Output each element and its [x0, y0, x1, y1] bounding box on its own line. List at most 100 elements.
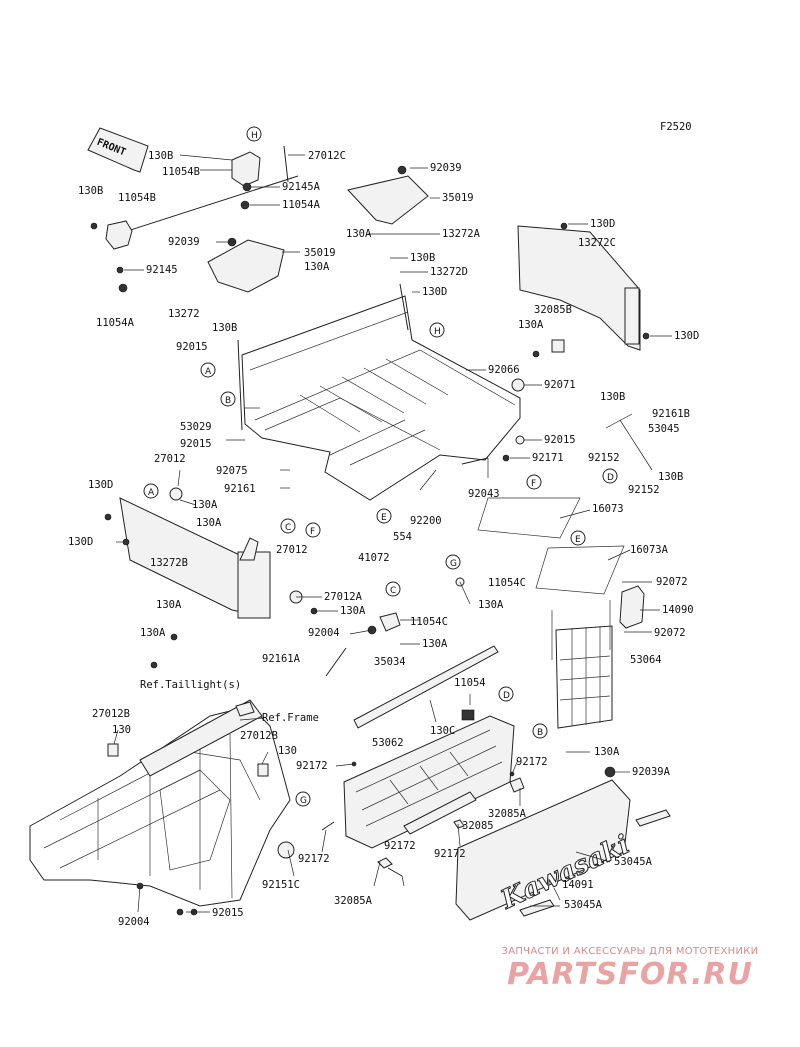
- ref-marker-a2: A: [143, 483, 159, 499]
- part-label: 14090: [662, 604, 694, 616]
- ref-marker-c1: C: [280, 518, 296, 534]
- ref-marker-d2: D: [602, 468, 618, 484]
- tailgate: [343, 709, 515, 849]
- part-label: 92161A: [262, 653, 301, 665]
- part-label: 92145A: [282, 181, 321, 193]
- svg-text:C: C: [285, 523, 291, 533]
- part-label: 92145: [146, 264, 178, 276]
- svg-text:A: A: [148, 488, 155, 498]
- svg-text:E: E: [381, 513, 387, 523]
- part-label: 130A: [422, 638, 448, 650]
- svg-text:H: H: [434, 327, 441, 337]
- part-label: 130: [278, 745, 297, 757]
- part-label: 92004: [118, 916, 150, 928]
- part-label: 53064: [630, 654, 662, 666]
- part-label: 11054A: [96, 317, 135, 329]
- part-label: 11054: [454, 677, 486, 689]
- part-label: 130D: [422, 286, 447, 298]
- part-label: 92015: [212, 907, 244, 919]
- part-label: 13272C: [578, 237, 616, 249]
- part-label: 130A: [518, 319, 544, 331]
- ref-marker-h1: H: [246, 126, 262, 142]
- part-label: 32085A: [334, 895, 373, 907]
- part-label: 11054B: [162, 166, 200, 178]
- part-label: 92172: [516, 756, 548, 768]
- part-label: 92071: [544, 379, 576, 391]
- part-label: 11054C: [410, 616, 448, 628]
- cargo-bed: [237, 283, 521, 501]
- part-label: 92171: [532, 452, 564, 464]
- part-label: 130A: [340, 605, 366, 617]
- part-label: 130B: [658, 471, 683, 483]
- part-label: 13272D: [430, 266, 468, 278]
- part-label: 130D: [674, 330, 699, 342]
- frame: [29, 699, 295, 916]
- pins-latches: [321, 761, 525, 877]
- part-label: 32085A: [488, 808, 527, 820]
- ref-marker-e2: E: [570, 530, 586, 546]
- part-label: 27012: [276, 544, 308, 556]
- part-label: 130B: [78, 185, 103, 197]
- svg-text:C: C: [390, 586, 396, 596]
- part-label: 16073: [592, 503, 624, 515]
- svg-text:F: F: [531, 479, 536, 489]
- part-label: 92039A: [632, 766, 671, 778]
- part-label: 92039: [168, 236, 200, 248]
- center-brackets: [169, 378, 525, 677]
- part-label: 11054A: [282, 199, 321, 211]
- front-arrow: FRONT: [87, 127, 149, 173]
- watermark-tagline: ЗАПЧАСТИ И АКСЕССУАРЫ ДЛЯ МОТОТЕХНИКИ: [501, 946, 759, 957]
- part-label: 27012B: [92, 708, 130, 720]
- part-label: 130A: [304, 261, 330, 273]
- part-label: 130A: [156, 599, 182, 611]
- svg-text:H: H: [251, 131, 258, 141]
- part-label: 92152: [628, 484, 660, 496]
- side-guards: [207, 165, 429, 293]
- part-label: 35019: [304, 247, 336, 259]
- part-label: 53029: [180, 421, 212, 433]
- right-side-panel: [517, 222, 650, 358]
- ref-marker-f1: F: [305, 522, 321, 538]
- svg-text:B: B: [537, 728, 543, 738]
- ref-marker-e1: E: [376, 508, 392, 524]
- part-label: 27012C: [308, 150, 346, 162]
- left-side-panel: [104, 497, 271, 669]
- watermark: ЗАПЧАСТИ И АКСЕССУАРЫ ДЛЯ МОТОТЕХНИКИ PA…: [470, 946, 790, 992]
- part-label: 92043: [468, 488, 500, 500]
- ref-marker-g2: G: [295, 791, 311, 807]
- part-label: 92152: [588, 452, 620, 464]
- part-label: 130B: [212, 322, 237, 334]
- part-label: 32085B: [534, 304, 572, 316]
- part-label: 32085: [462, 820, 494, 832]
- tailgate-panel: [551, 600, 613, 729]
- ref-marker-h2: H: [429, 322, 445, 338]
- part-label: 53045A: [614, 856, 653, 868]
- rail: [353, 645, 499, 729]
- decals: [477, 497, 625, 595]
- part-label: 130B: [410, 252, 435, 264]
- part-label: 41072: [358, 552, 390, 564]
- part-label: 92015: [544, 434, 576, 446]
- part-label: 92161B: [652, 408, 690, 420]
- part-label: 92066: [488, 364, 520, 376]
- part-label: 92151C: [262, 879, 300, 891]
- ref-marker-d1: D: [498, 686, 514, 702]
- ref-marker-f2: F: [526, 474, 542, 490]
- ref-taillight-note: Ref.Taillight(s): [140, 679, 241, 691]
- stay-rod-assembly: [90, 145, 299, 293]
- part-label: 53062: [372, 737, 404, 749]
- hinge-bracket: [619, 585, 645, 629]
- part-label: 92072: [656, 576, 688, 588]
- ref-marker-b1: B: [220, 391, 236, 407]
- ref-marker-b2: B: [532, 723, 548, 739]
- part-label: 11054B: [118, 192, 156, 204]
- svg-text:E: E: [575, 535, 581, 545]
- part-label: 92172: [434, 848, 466, 860]
- part-label: 130B: [600, 391, 625, 403]
- part-label: 27012: [154, 453, 186, 465]
- part-label: 92172: [296, 760, 328, 772]
- svg-text:D: D: [503, 691, 510, 701]
- part-label: 16073A: [630, 544, 669, 556]
- part-label: 130A: [594, 746, 620, 758]
- part-label: 14091: [562, 879, 594, 891]
